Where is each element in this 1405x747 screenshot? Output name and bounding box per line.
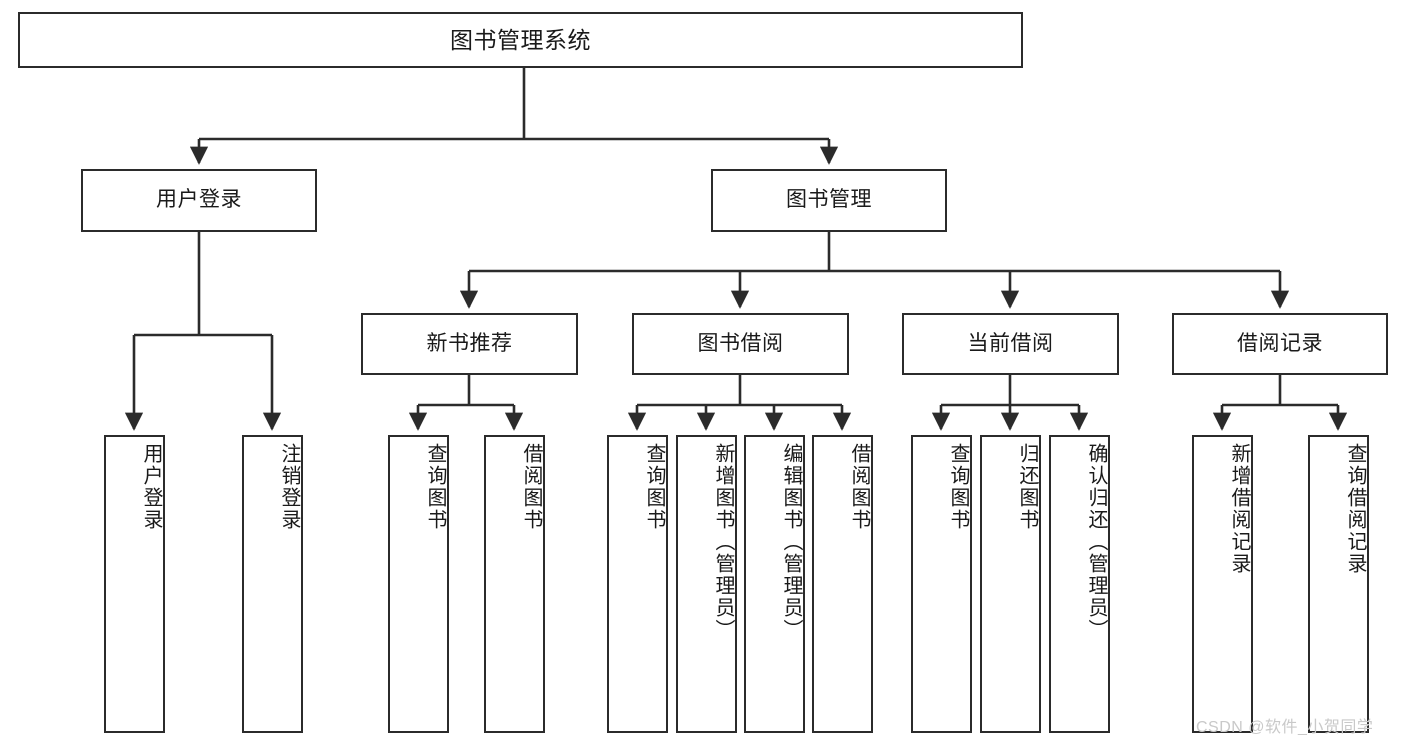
node-leaf-borrow-book-2[interactable]: 借阅图书: [812, 435, 873, 733]
node-user-login[interactable]: 用户登录: [81, 169, 317, 232]
node-leaf-add-book[interactable]: 新增图书（管理员）: [676, 435, 737, 733]
node-leaf-confirm-return-label: 确认归还（管理员）: [1085, 443, 1107, 641]
node-leaf-return-book-label: 归还图书: [1016, 443, 1038, 531]
node-leaf-add-record-label: 新增借阅记录: [1228, 443, 1250, 575]
node-book-manage-label: 图书管理: [786, 188, 872, 212]
node-book-borrow-label: 图书借阅: [697, 331, 784, 355]
node-current-borrow[interactable]: 当前借阅: [902, 313, 1119, 375]
node-leaf-query-record[interactable]: 查询借阅记录: [1308, 435, 1369, 733]
node-leaf-return-book[interactable]: 归还图书: [980, 435, 1041, 733]
node-leaf-add-record[interactable]: 新增借阅记录: [1192, 435, 1253, 733]
node-leaf-logout-label: 注销登录: [278, 443, 300, 531]
node-leaf-user-login[interactable]: 用户登录: [104, 435, 165, 733]
node-current-borrow-label: 当前借阅: [967, 331, 1054, 355]
node-leaf-query-book-2-label: 查询图书: [643, 443, 665, 531]
node-user-login-label: 用户登录: [156, 188, 242, 212]
node-borrow-record-label: 借阅记录: [1237, 331, 1323, 355]
node-leaf-confirm-return[interactable]: 确认归还（管理员）: [1049, 435, 1110, 733]
node-new-book-rec-label: 新书推荐: [426, 331, 513, 355]
node-leaf-borrow-book-1-label: 借阅图书: [520, 443, 542, 531]
node-book-manage[interactable]: 图书管理: [711, 169, 947, 232]
node-borrow-record[interactable]: 借阅记录: [1172, 313, 1388, 375]
node-book-borrow[interactable]: 图书借阅: [632, 313, 849, 375]
node-leaf-borrow-book-2-label: 借阅图书: [848, 443, 870, 531]
node-leaf-query-book-1-label: 查询图书: [424, 443, 446, 531]
node-leaf-query-book-3-label: 查询图书: [947, 443, 969, 531]
node-new-book-rec[interactable]: 新书推荐: [361, 313, 578, 375]
node-leaf-add-book-label: 新增图书（管理员）: [712, 443, 734, 641]
node-leaf-edit-book-label: 编辑图书（管理员）: [780, 443, 802, 641]
node-leaf-user-login-label: 用户登录: [140, 443, 162, 531]
node-leaf-query-book-1[interactable]: 查询图书: [388, 435, 449, 733]
node-leaf-logout[interactable]: 注销登录: [242, 435, 303, 733]
node-leaf-query-book-2[interactable]: 查询图书: [607, 435, 668, 733]
node-root-label: 图书管理系统: [450, 26, 591, 53]
node-leaf-borrow-book-1[interactable]: 借阅图书: [484, 435, 545, 733]
node-leaf-edit-book[interactable]: 编辑图书（管理员）: [744, 435, 805, 733]
node-root[interactable]: 图书管理系统: [18, 12, 1023, 68]
node-leaf-query-record-label: 查询借阅记录: [1344, 443, 1366, 575]
node-leaf-query-book-3[interactable]: 查询图书: [911, 435, 972, 733]
